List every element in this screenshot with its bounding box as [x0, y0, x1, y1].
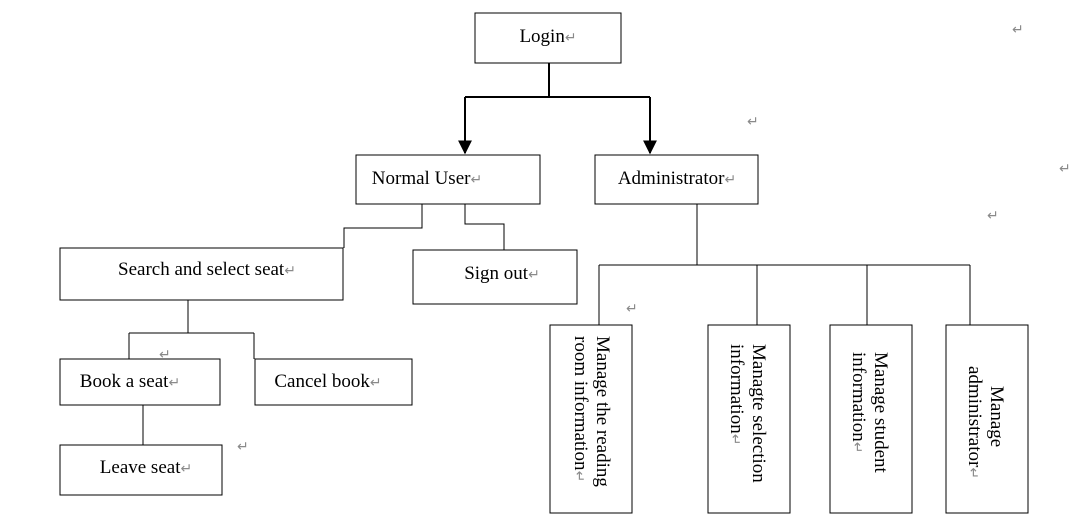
svg-text:Cancel book↵: Cancel book↵: [274, 371, 381, 392]
return-mark-icon: ↵: [965, 467, 981, 479]
node-manage-selection: Managte selection information↵: [707, 324, 791, 514]
svg-text:Normal User↵: Normal User↵: [372, 168, 482, 189]
svg-text:Administrator↵: Administrator↵: [618, 168, 736, 189]
node-label: Book a seat: [80, 371, 169, 392]
svg-text:Login↵: Login↵: [519, 26, 576, 47]
node-label-line-1: Manage the reading: [592, 336, 613, 487]
connector-user-to-signout: [464, 204, 505, 250]
node-normal-user: Normal User↵: [355, 154, 541, 205]
return-mark-icon: ↵: [727, 434, 743, 446]
node-label: Administrator: [618, 168, 725, 189]
node-label-line-2: information: [726, 344, 747, 434]
svg-text:Book a seat↵: Book a seat↵: [80, 371, 180, 392]
node-leave-seat: Leave seat↵: [59, 444, 223, 496]
node-book-seat: Book a seat↵: [59, 358, 221, 406]
return-mark-icon: ↵: [370, 375, 382, 391]
svg-text:Leave seat↵: Leave seat↵: [100, 457, 192, 478]
return-mark-icon: ↵: [159, 347, 171, 363]
node-manage-reading-room: Manage the reading room information↵: [549, 324, 633, 514]
return-mark-icon: ↵: [470, 172, 482, 188]
svg-text:Search and select seat↵: Search and select seat↵: [118, 259, 296, 280]
node-sign-out: Sign out↵: [412, 249, 578, 305]
node-administrator: Administrator↵: [594, 154, 759, 205]
node-cancel-book: Cancel book↵: [254, 358, 413, 406]
node-search-select-seat: Search and select seat↵: [59, 247, 344, 301]
node-label: Normal User: [372, 168, 471, 189]
node-label-line-1: Manage: [986, 386, 1007, 447]
return-mark-icon: ↵: [626, 301, 638, 317]
svg-text:Managte selection inform: Managte selection information↵: [726, 344, 769, 488]
return-mark-icon: ↵: [1059, 161, 1071, 177]
node-label: Sign out: [464, 263, 529, 284]
node-manage-student: Manage student information↵: [829, 324, 913, 514]
node-label-line-1: Managte selection: [748, 344, 769, 483]
return-mark-icon: ↵: [180, 461, 192, 477]
svg-text:Manage the reading room: Manage the reading room information↵: [570, 336, 613, 492]
return-mark-icon: ↵: [1012, 22, 1024, 38]
svg-text:Sign out↵: Sign out↵: [464, 263, 540, 284]
return-mark-icon: ↵: [528, 267, 540, 283]
return-mark-icon: ↵: [284, 263, 296, 279]
node-manage-administrator: Manage administrator↵: [945, 324, 1029, 514]
node-label-line-2: information: [848, 352, 869, 442]
return-mark-icon: ↵: [849, 442, 865, 454]
return-mark-icon: ↵: [747, 114, 759, 130]
return-mark-icon: ↵: [571, 471, 587, 483]
node-label: Cancel book: [274, 371, 370, 392]
node-label-line-2: room information: [570, 336, 591, 471]
node-label: Search and select seat: [118, 259, 285, 280]
connector-user-to-search: [343, 204, 423, 248]
node-label-line-2: administrator: [964, 366, 985, 468]
connectors: [128, 63, 971, 445]
svg-text:Manage administrator↵: Manage administrator↵: [964, 366, 1007, 479]
node-label: Leave seat: [100, 457, 181, 478]
return-mark-icon: ↵: [168, 375, 180, 391]
return-mark-icon: ↵: [565, 30, 577, 46]
svg-text:Manage student informati: Manage student information↵: [848, 352, 891, 478]
node-label-line-1: Manage student: [870, 352, 891, 474]
return-mark-icon: ↵: [987, 208, 999, 224]
return-mark-icon: ↵: [237, 439, 249, 455]
node-label: Login: [519, 26, 565, 47]
return-mark-icon: ↵: [724, 172, 736, 188]
node-login: Login↵: [474, 12, 622, 64]
stray-return-marks: ↵ ↵ ↵ ↵ ↵ ↵ ↵: [159, 22, 1071, 455]
